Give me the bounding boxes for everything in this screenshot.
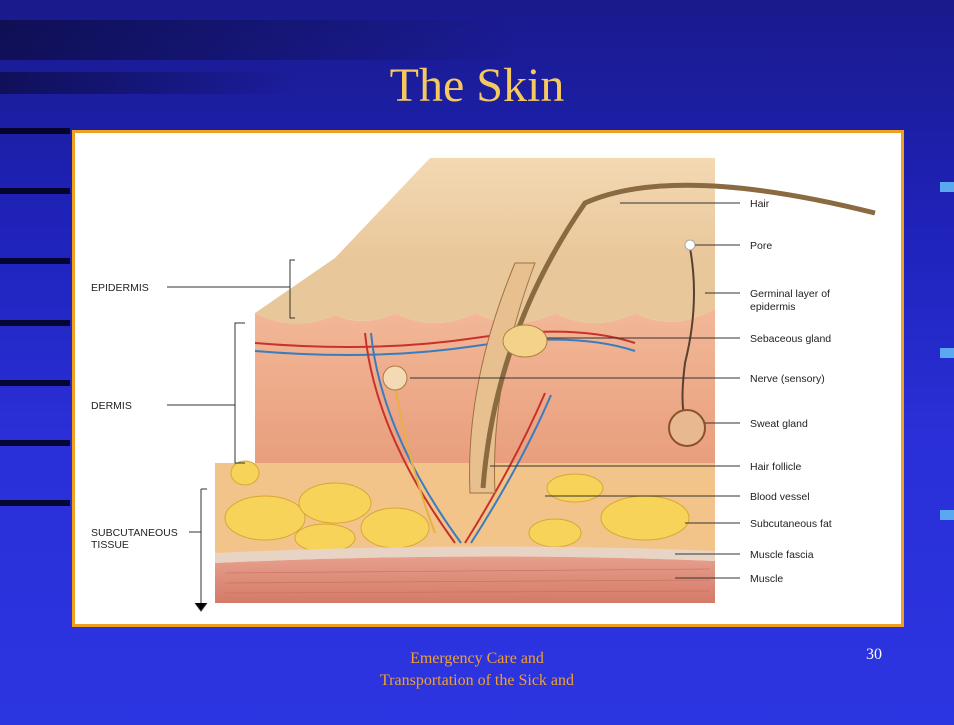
epidermis-layer [255,258,715,324]
nerve-receptor [383,366,407,390]
label-germinal-layer: Germinal layer of [750,288,830,300]
skin-cross-section-diagram: EPIDERMIS DERMIS SUBCUTANEOUS TISSUE Hai… [75,133,901,624]
background-stripe [0,258,70,264]
label-muscle-fascia: Muscle fascia [750,549,814,561]
background-stripe [0,500,70,506]
label-sweat-gland: Sweat gland [750,418,808,430]
label-dermis: DERMIS [91,400,132,412]
decorative-bullet [940,348,954,358]
background-sweep [0,20,520,60]
label-muscle: Muscle [750,573,783,585]
pore [685,240,695,250]
label-germinal-layer-2: epidermis [750,301,796,313]
label-nerve: Nerve (sensory) [750,373,825,385]
background-stripe [0,128,70,134]
label-subcutaneous-fat: Subcutaneous fat [750,518,832,530]
slide-title: The Skin [0,62,954,110]
label-blood-vessel: Blood vessel [750,491,810,503]
label-hair: Hair [750,198,770,210]
skin-diagram-frame: EPIDERMIS DERMIS SUBCUTANEOUS TISSUE Hai… [72,130,904,627]
slide-footer: Emergency Care and Transportation of the… [0,648,954,692]
muscle-layer [215,556,715,603]
label-tissue: TISSUE [91,539,129,551]
label-sebaceous-gland: Sebaceous gland [750,333,831,345]
footer-line-2: Transportation of the Sick and [0,670,954,692]
label-subcutaneous: SUBCUTANEOUS [91,527,178,539]
label-hair-follicle: Hair follicle [750,461,802,473]
sebaceous-gland [503,325,547,357]
background-stripe [0,188,70,194]
footer-line-1: Emergency Care and [0,648,954,670]
skin-surface [335,158,715,258]
decorative-bullet [940,510,954,520]
decorative-bullet [940,182,954,192]
label-pore: Pore [750,240,772,252]
background-stripe [0,440,70,446]
background-stripe [0,380,70,386]
background-stripe [0,320,70,326]
sweat-gland [669,410,705,446]
page-number: 30 [866,646,882,664]
label-epidermis: EPIDERMIS [91,282,149,294]
